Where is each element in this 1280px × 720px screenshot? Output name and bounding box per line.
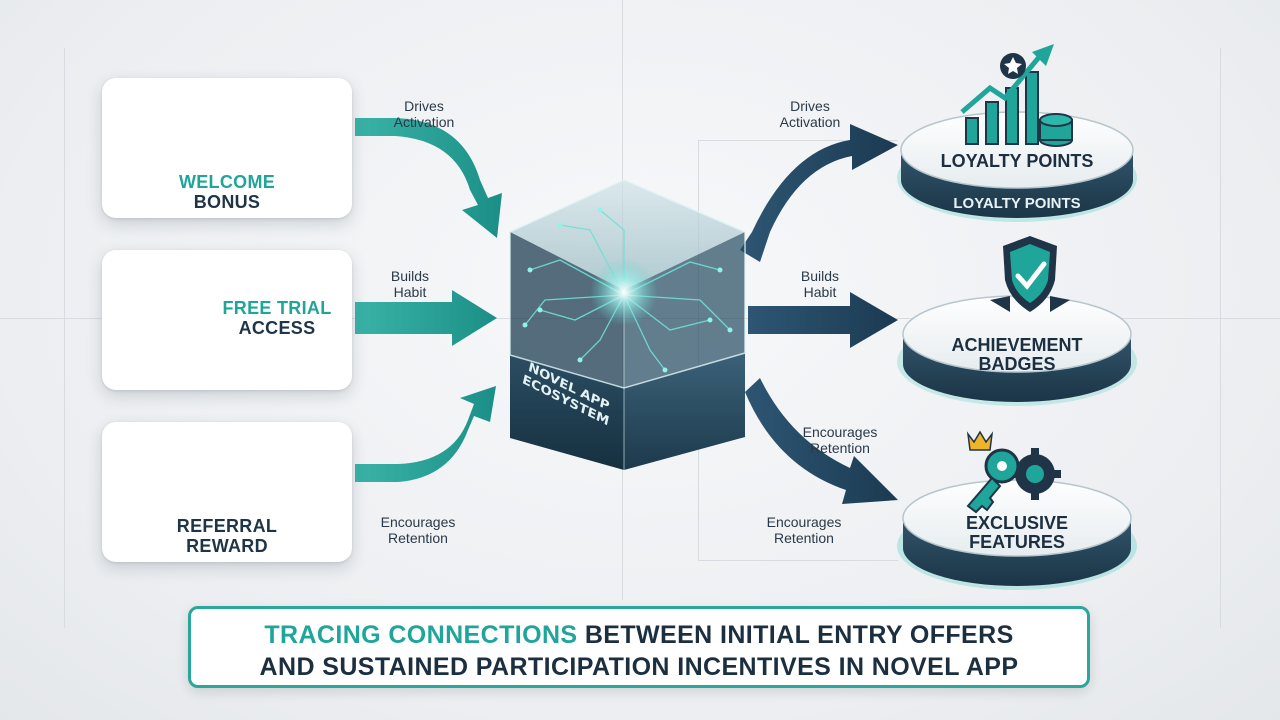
- card-title: REFERRAL: [176, 516, 278, 536]
- incentive-rim-label-loyalty: LOYALTY POINTS: [953, 195, 1081, 212]
- flow-label-line: Encourages: [766, 514, 842, 530]
- grid-line: [1220, 48, 1221, 628]
- flow-label-left-retention: Encourages Retention: [358, 514, 478, 546]
- flow-label-line: Encourages: [802, 424, 878, 440]
- flow-label-line: Drives: [404, 98, 444, 114]
- card-title: ACCESS: [238, 318, 316, 338]
- bar-chart-growth-icon: [960, 44, 1073, 147]
- flow-label-left-habit: Builds Habit: [350, 268, 470, 300]
- incentive-label-loyalty: LOYALTY POINTS: [940, 151, 1094, 171]
- arrow-hub-to-loyalty: [740, 124, 898, 262]
- hub-cube: [509, 179, 746, 470]
- flow-label-line: Builds: [800, 268, 840, 284]
- card-title-highlight: FREE TRIAL: [222, 298, 332, 318]
- flow-label-line: Builds: [390, 268, 430, 284]
- incentive-label-line: EXCLUSIVE: [965, 513, 1069, 533]
- title-rest: BETWEEN INITIAL ENTRY OFFERS: [577, 621, 1014, 649]
- flow-label-left-activation: Drives Activation: [364, 98, 484, 130]
- incentive-label-badges: ACHIEVEMENT BADGES: [917, 336, 1117, 374]
- loyalty-disc: [897, 111, 1137, 222]
- key-gear-icon: [966, 430, 1061, 514]
- arrow-referral-to-hub: [355, 386, 496, 482]
- arrow-welcome-to-hub: [355, 118, 502, 238]
- grid-line: [64, 48, 65, 628]
- flow-label-line: Activation: [393, 114, 455, 131]
- card-free-trial-access: FREE TRIAL ACCESS: [102, 250, 352, 390]
- card-title-highlight: WELCOME: [178, 172, 276, 192]
- flow-label-right-activation: Drives Activation: [750, 98, 870, 130]
- flow-label-line: Activation: [779, 114, 841, 131]
- flow-label-line: Habit: [803, 284, 837, 301]
- grid-line: [698, 140, 898, 141]
- flow-label-line: Retention: [774, 530, 834, 547]
- grid-line: [698, 560, 898, 561]
- flow-label-line: Drives: [790, 98, 830, 114]
- incentive-label-line: BADGES: [978, 353, 1056, 374]
- card-welcome-bonus: WELCOME BONUS: [102, 78, 352, 218]
- features-disc: [897, 479, 1137, 590]
- flow-label-line: Retention: [388, 530, 448, 547]
- title-highlight: TRACING CONNECTIONS: [264, 621, 578, 649]
- incentive-label-line: FEATURES: [969, 531, 1065, 552]
- card-title: BONUS: [193, 192, 261, 212]
- flow-label-right-retention-lower: Encourages Retention: [744, 514, 864, 546]
- badges-disc: [897, 295, 1137, 406]
- flow-label-right-habit: Builds Habit: [760, 268, 880, 300]
- arrow-hub-to-badges: [748, 292, 898, 348]
- title-banner: TRACING CONNECTIONS BETWEEN INITIAL ENTR…: [188, 606, 1090, 688]
- title-line-2: AND SUSTAINED PARTICIPATION INCENTIVES I…: [259, 653, 1019, 681]
- arrow-trial-to-hub: [355, 290, 497, 346]
- arrow-hub-to-features: [745, 378, 898, 504]
- flow-label-line: Retention: [810, 440, 870, 457]
- flow-label-line: Encourages: [380, 514, 456, 530]
- card-title: REWARD: [186, 536, 268, 556]
- flow-label-right-retention-upper: Encourages Retention: [780, 424, 900, 456]
- incentive-label-features: EXCLUSIVE FEATURES: [917, 514, 1117, 552]
- flow-label-line: Habit: [393, 284, 427, 301]
- card-referral-reward: REFERRAL REWARD: [102, 422, 352, 562]
- incentive-label-line: ACHIEVEMENT: [951, 335, 1083, 355]
- title-line-1: TRACING CONNECTIONS BETWEEN INITIAL ENTR…: [191, 621, 1087, 650]
- shield-check-icon: [990, 236, 1070, 312]
